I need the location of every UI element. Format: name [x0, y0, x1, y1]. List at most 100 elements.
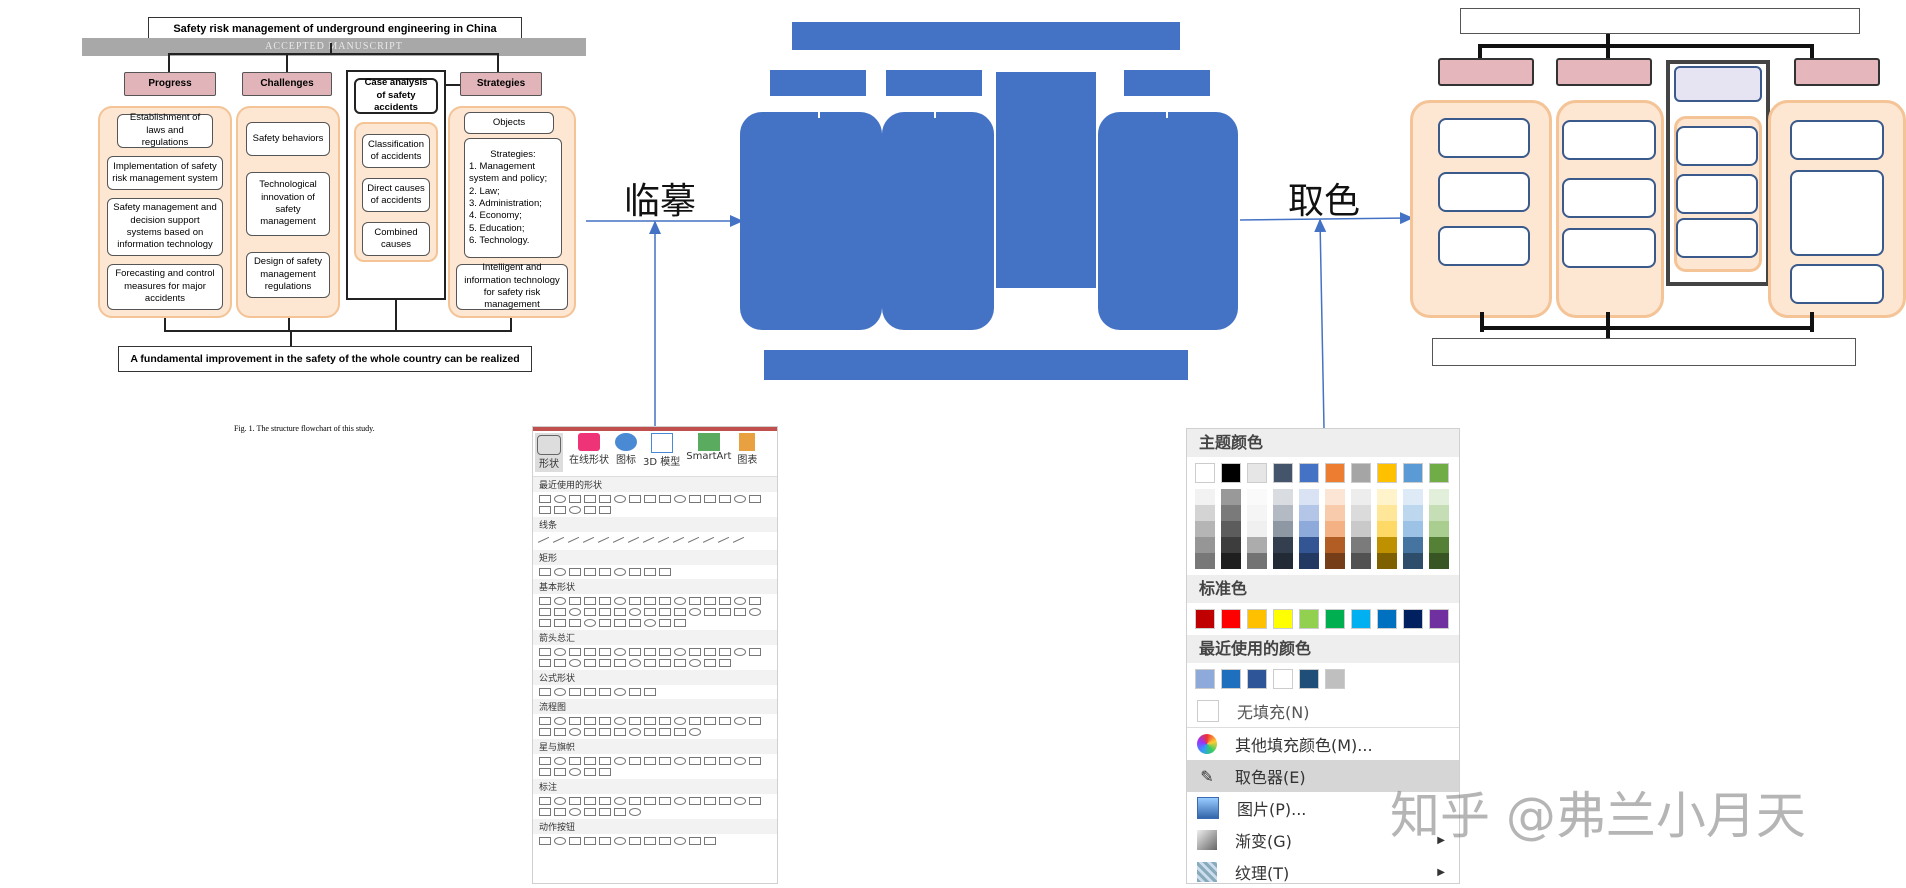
shape-option[interactable] — [704, 797, 716, 805]
theme-shade-swatch[interactable] — [1221, 521, 1241, 537]
shape-option[interactable] — [674, 757, 686, 765]
shape-option[interactable] — [659, 728, 671, 736]
eyedropper-item[interactable]: ✎ 取色器(E) — [1187, 760, 1459, 792]
shape-option[interactable] — [689, 659, 701, 667]
shape-option[interactable] — [672, 536, 688, 550]
shape-option[interactable] — [569, 768, 581, 776]
theme-shade-swatch[interactable] — [1273, 521, 1293, 537]
shape-option[interactable] — [734, 797, 746, 805]
standard-color-swatch[interactable] — [1221, 609, 1241, 629]
shape-option[interactable] — [539, 808, 551, 816]
shape-option[interactable] — [614, 688, 626, 696]
shape-option[interactable] — [629, 797, 641, 805]
shape-option[interactable] — [659, 619, 671, 627]
theme-shade-swatch[interactable] — [1299, 521, 1319, 537]
shape-option[interactable] — [629, 728, 641, 736]
shape-option[interactable] — [584, 717, 596, 725]
shape-option[interactable] — [704, 717, 716, 725]
shape-option[interactable] — [582, 536, 598, 550]
gradient-fill-item[interactable]: 渐变(G) ▶ — [1187, 824, 1459, 856]
theme-shade-swatch[interactable] — [1299, 489, 1319, 505]
shape-option[interactable] — [614, 619, 626, 627]
shape-option[interactable] — [539, 619, 551, 627]
recent-color-swatch[interactable] — [1299, 669, 1319, 689]
shape-option[interactable] — [539, 728, 551, 736]
shape-option[interactable] — [599, 619, 611, 627]
theme-shade-swatch[interactable] — [1247, 505, 1267, 521]
theme-shade-swatch[interactable] — [1403, 489, 1423, 505]
shape-option[interactable] — [657, 536, 673, 550]
shape-option[interactable] — [719, 495, 731, 503]
theme-shade-swatch[interactable] — [1429, 505, 1449, 521]
shape-option[interactable] — [659, 597, 671, 605]
theme-shade-swatch[interactable] — [1351, 521, 1371, 537]
theme-shade-swatch[interactable] — [1273, 489, 1293, 505]
shape-option[interactable] — [554, 495, 566, 503]
shape-option[interactable] — [644, 597, 656, 605]
shape-option[interactable] — [614, 728, 626, 736]
shape-option[interactable] — [569, 837, 581, 845]
shape-option[interactable] — [734, 648, 746, 656]
shape-option[interactable] — [599, 608, 611, 616]
shape-option[interactable] — [732, 536, 748, 550]
shape-option[interactable] — [539, 506, 551, 514]
shape-option[interactable] — [584, 808, 596, 816]
theme-shade-swatch[interactable] — [1299, 505, 1319, 521]
shape-option[interactable] — [629, 648, 641, 656]
shape-option[interactable] — [674, 837, 686, 845]
theme-shade-swatch[interactable] — [1325, 505, 1345, 521]
shape-option[interactable] — [569, 608, 581, 616]
shape-option[interactable] — [539, 717, 551, 725]
shape-option[interactable] — [704, 495, 716, 503]
shape-option[interactable] — [614, 608, 626, 616]
shape-option[interactable] — [539, 768, 551, 776]
theme-shade-swatch[interactable] — [1377, 537, 1397, 553]
standard-color-swatch[interactable] — [1273, 609, 1293, 629]
toolbar-online-shapes-button[interactable]: 在线形状 — [569, 433, 609, 472]
shape-option[interactable] — [599, 495, 611, 503]
shape-option[interactable] — [569, 568, 581, 576]
shape-option[interactable] — [627, 536, 643, 550]
shape-option[interactable] — [614, 837, 626, 845]
shape-option[interactable] — [599, 757, 611, 765]
shape-option[interactable] — [659, 837, 671, 845]
shape-option[interactable] — [629, 757, 641, 765]
shape-option[interactable] — [659, 495, 671, 503]
shape-option[interactable] — [674, 659, 686, 667]
shape-option[interactable] — [629, 619, 641, 627]
shape-option[interactable] — [674, 608, 686, 616]
shape-option[interactable] — [554, 837, 566, 845]
picture-fill-item[interactable]: 图片(P)... — [1187, 792, 1459, 824]
shape-option[interactable] — [659, 608, 671, 616]
shape-option[interactable] — [659, 797, 671, 805]
shape-option[interactable] — [614, 659, 626, 667]
shape-option[interactable] — [614, 757, 626, 765]
standard-color-swatch[interactable] — [1195, 609, 1215, 629]
shape-option[interactable] — [719, 659, 731, 667]
shape-option[interactable] — [689, 597, 701, 605]
theme-color-swatch[interactable] — [1273, 463, 1293, 483]
standard-color-swatch[interactable] — [1429, 609, 1449, 629]
shape-option[interactable] — [629, 688, 641, 696]
theme-shade-swatch[interactable] — [1351, 489, 1371, 505]
shape-option[interactable] — [659, 648, 671, 656]
shape-option[interactable] — [689, 495, 701, 503]
shape-option[interactable] — [569, 495, 581, 503]
shape-option[interactable] — [734, 597, 746, 605]
shape-option[interactable] — [674, 619, 686, 627]
shape-option[interactable] — [749, 608, 761, 616]
shape-option[interactable] — [584, 659, 596, 667]
theme-shade-swatch[interactable] — [1221, 537, 1241, 553]
shape-option[interactable] — [554, 506, 566, 514]
theme-shade-swatch[interactable] — [1403, 537, 1423, 553]
shape-option[interactable] — [614, 717, 626, 725]
shape-option[interactable] — [659, 717, 671, 725]
theme-color-swatch[interactable] — [1377, 463, 1397, 483]
shape-option[interactable] — [599, 568, 611, 576]
theme-shade-swatch[interactable] — [1351, 537, 1371, 553]
shape-option[interactable] — [554, 808, 566, 816]
shape-option[interactable] — [569, 757, 581, 765]
shape-option[interactable] — [734, 757, 746, 765]
shape-option[interactable] — [584, 797, 596, 805]
theme-shade-swatch[interactable] — [1273, 537, 1293, 553]
